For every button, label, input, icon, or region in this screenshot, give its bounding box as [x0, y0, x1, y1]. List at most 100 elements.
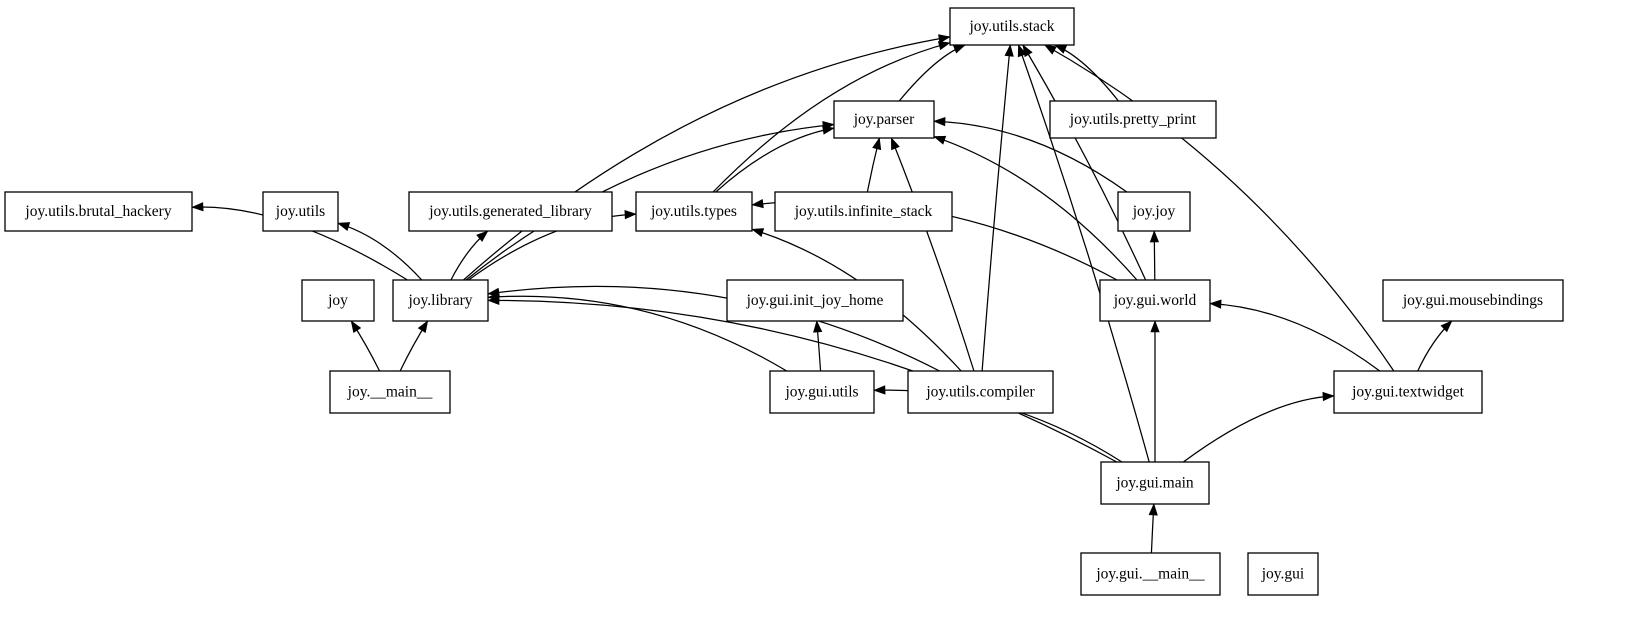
node-box[interactable]: [635, 191, 753, 232]
node-label: joy.utils.stack: [968, 18, 1054, 35]
node-label: joy.gui.main: [1115, 475, 1194, 492]
node-box[interactable]: [1080, 552, 1221, 596]
node-box[interactable]: [907, 370, 1054, 414]
node-label: joy.gui.init_joy_home: [746, 292, 884, 309]
node-box[interactable]: [1049, 100, 1217, 139]
node-joy-parser[interactable]: joy.parser: [833, 100, 935, 139]
node-joy-joy[interactable]: joy.joy: [1117, 191, 1191, 232]
edge-arrowhead: [417, 320, 429, 334]
node-label: joy.library: [408, 292, 473, 309]
edge-arrowhead: [751, 198, 764, 209]
node-joy-gui-utils[interactable]: joy.gui.utils: [769, 370, 875, 414]
node-joy-gui-textwidget[interactable]: joy.gui.textwidget: [1333, 370, 1483, 414]
node-box[interactable]: [726, 279, 904, 322]
node-box[interactable]: [769, 370, 875, 414]
edge-joy-library-to-joy-utils-stack: [463, 36, 951, 281]
node-label: joy.gui.__main__: [1095, 566, 1205, 583]
edge-joy-library-to-joy-utils-types: [468, 213, 637, 281]
node-box[interactable]: [774, 191, 953, 232]
edge-arrowhead: [1209, 299, 1222, 309]
node-box[interactable]: [949, 7, 1075, 46]
node-box[interactable]: [1333, 370, 1483, 414]
edge-joy-utils-types-to-joy-parser: [715, 127, 835, 193]
node-joy-utils[interactable]: joy.utils: [262, 191, 339, 232]
node-label: joy.gui.mousebindings: [1402, 292, 1543, 309]
node-label: joy.utils.generated_library: [428, 203, 592, 220]
node-label: joy.__main__: [347, 384, 433, 401]
node-joy-utils-stack[interactable]: joy.utils.stack: [949, 7, 1075, 46]
edge-arrowhead: [813, 320, 823, 333]
node-label: joy.gui.utils: [784, 384, 858, 401]
node-joy-utils-infinite_stack[interactable]: joy.utils.infinite_stack: [774, 191, 953, 232]
edge-arrowhead: [1149, 230, 1160, 243]
edge-joy-joy-to-joy-parser: [933, 120, 1128, 193]
node-label: joy.gui: [1261, 566, 1305, 583]
edge-joy-parser-to-joy-utils-stack: [898, 44, 966, 102]
edge-arrowhead: [487, 287, 500, 297]
edge-joy-library-to-joy-parser: [465, 123, 835, 281]
node-box[interactable]: [1099, 279, 1211, 322]
node-box[interactable]: [4, 191, 193, 232]
edge-arrowhead: [937, 41, 951, 51]
edge-arrowhead: [191, 202, 204, 212]
edge-arrowhead: [337, 222, 351, 231]
edge-joy-gui-textwidget-to-joy-gui-world: [1209, 302, 1381, 372]
edge-arrowhead: [891, 137, 900, 151]
node-box[interactable]: [1247, 552, 1319, 596]
edge-arrowhead: [350, 320, 362, 334]
node-box[interactable]: [301, 279, 375, 322]
edge-arrowhead: [938, 34, 951, 44]
node-box[interactable]: [329, 370, 451, 414]
edge-arrowhead: [933, 116, 946, 127]
node-label: joy.gui.textwidget: [1351, 384, 1464, 401]
node-joy-gui[interactable]: joy.gui: [1247, 552, 1319, 596]
node-box[interactable]: [1382, 279, 1564, 322]
node-joy-gui-init_joy_home[interactable]: joy.gui.init_joy_home: [726, 279, 904, 322]
edge-arrowhead: [952, 44, 966, 54]
node-label: joy.joy: [1132, 203, 1176, 220]
node-joy[interactable]: joy: [301, 279, 375, 322]
edge-joy-utils-compiler-to-joy-parser: [890, 137, 975, 372]
nodes-layer: joy.utils.stack joy.parser joy.utils.prett…: [4, 7, 1564, 596]
node-joy-gui-__main__[interactable]: joy.gui.__main__: [1080, 552, 1221, 596]
node-joy-utils-brutal_hackery[interactable]: joy.utils.brutal_hackery: [4, 191, 193, 232]
node-box[interactable]: [392, 279, 489, 322]
edge-joy-gui-world-to-joy-parser: [933, 135, 1138, 281]
node-joy-gui-main[interactable]: joy.gui.main: [1100, 461, 1210, 505]
edge-arrowhead: [933, 135, 947, 145]
node-label: joy.gui.world: [1113, 292, 1197, 309]
node-joy-library[interactable]: joy.library: [392, 279, 489, 322]
edge-joy-gui-textwidget-to-joy-utils-stack: [1044, 44, 1395, 372]
edge-joy-gui-main-to-joy-gui-textwidget: [1182, 395, 1335, 463]
node-joy-gui-mousebindings[interactable]: joy.gui.mousebindings: [1382, 279, 1564, 322]
edges-layer: [191, 34, 1453, 554]
node-joy-utils-types[interactable]: joy.utils.types: [635, 191, 753, 232]
edge-joy-gui-world-to-joy-utils-stack: [1022, 44, 1147, 281]
node-joy-utils-compiler[interactable]: joy.utils.compiler: [907, 370, 1054, 414]
node-label: joy.parser: [853, 111, 915, 128]
node-box[interactable]: [833, 100, 935, 139]
edge-arrowhead: [476, 230, 489, 242]
node-label: joy.utils.infinite_stack: [794, 203, 933, 220]
edge-arrowhead: [822, 125, 835, 135]
edge-arrowhead: [624, 209, 637, 220]
edge-arrowhead: [487, 295, 500, 306]
edge-arrowhead: [1004, 44, 1014, 57]
node-box[interactable]: [408, 191, 613, 232]
node-label: joy.utils.brutal_hackery: [24, 203, 171, 220]
edge-joy-utils-types-to-joy-utils-stack: [712, 42, 951, 193]
node-joy-utils-generated_library[interactable]: joy.utils.generated_library: [408, 191, 613, 232]
node-label: joy.utils.types: [650, 203, 737, 220]
node-joy-gui-world[interactable]: joy.gui.world: [1099, 279, 1211, 322]
node-box[interactable]: [1100, 461, 1210, 505]
edge-joy-utils-compiler-to-joy-library: [487, 285, 940, 372]
node-joy-__main__[interactable]: joy.__main__: [329, 370, 451, 414]
node-box[interactable]: [262, 191, 339, 232]
node-box[interactable]: [1117, 191, 1191, 232]
edge-arrowhead: [1043, 44, 1057, 55]
edge-arrowhead: [1150, 320, 1160, 333]
node-joy-utils-pretty_print[interactable]: joy.utils.pretty_print: [1049, 100, 1217, 139]
edge-arrowhead: [873, 385, 886, 395]
